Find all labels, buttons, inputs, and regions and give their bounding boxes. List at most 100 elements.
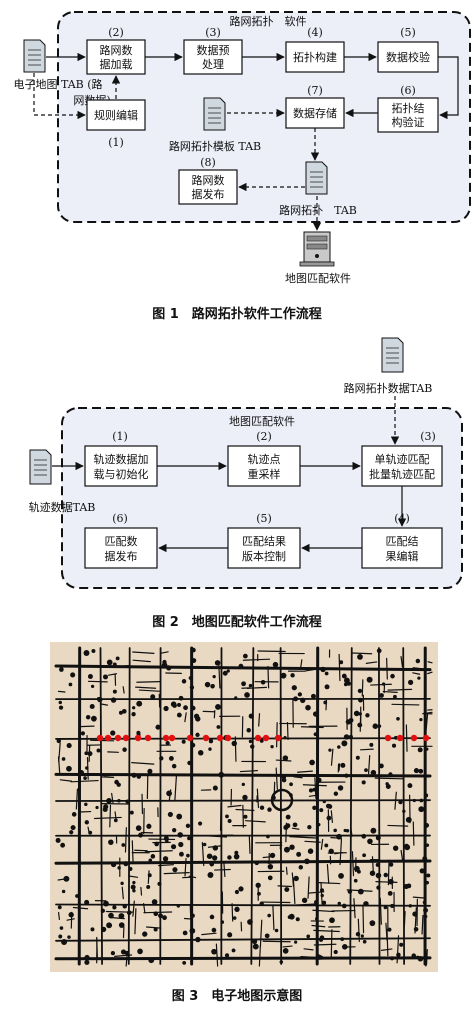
fig1-connectors: [33, 52, 459, 231]
road-node: [357, 888, 364, 895]
road-node: [168, 756, 174, 761]
road-node: [290, 673, 295, 678]
road-node: [231, 740, 237, 747]
fig1-output-doc-label: 路网拓扑 TAB: [279, 203, 357, 217]
road-segment: [402, 647, 405, 965]
road-node: [348, 734, 353, 739]
road-node: [353, 865, 360, 872]
road-segment: [131, 762, 155, 765]
svg-text:据加载: 据加载: [100, 57, 133, 71]
road-node: [155, 724, 161, 730]
road-node: [298, 865, 304, 870]
road-segment: [183, 917, 193, 920]
svg-text:(4): (4): [307, 26, 323, 39]
road-node: [322, 900, 327, 905]
road-node: [340, 762, 346, 768]
road-node: [293, 696, 299, 702]
road-node: [324, 843, 329, 848]
svg-text:(6): (6): [112, 512, 128, 525]
road-node: [132, 706, 136, 710]
road-node: [375, 862, 380, 867]
road-node: [106, 659, 113, 666]
road-segment: [55, 937, 431, 942]
road-segment: [400, 849, 404, 861]
road-node: [212, 855, 218, 861]
road-node: [417, 676, 421, 680]
road-node: [399, 942, 404, 947]
road-node: [337, 901, 341, 906]
fig1-panel-title: 路网拓扑 软件: [230, 14, 307, 28]
road-node: [210, 684, 215, 688]
road-node: [176, 712, 182, 718]
road-node: [413, 767, 420, 774]
road-node: [108, 839, 114, 845]
road-node: [250, 744, 255, 749]
road-node: [383, 872, 389, 878]
road-node: [381, 682, 386, 686]
road-node: [91, 649, 96, 654]
road-segment: [235, 808, 255, 812]
map-marker: [254, 734, 262, 742]
fig1-input-doc-label-1: 电子地图 TAB (路: [13, 78, 102, 91]
svg-text:(2): (2): [256, 430, 272, 443]
fig3-red-markers: [96, 734, 430, 742]
road-node: [58, 705, 64, 710]
road-segment: [244, 820, 266, 823]
road-node: [328, 848, 334, 855]
road-segment: [425, 713, 429, 731]
road-node: [117, 799, 121, 803]
road-node: [84, 820, 89, 825]
road-node: [212, 785, 218, 791]
road-segment: [405, 724, 408, 752]
road-node: [267, 913, 271, 918]
road-node: [274, 928, 279, 933]
road-node: [195, 732, 200, 738]
road-node: [320, 666, 326, 673]
road-node: [343, 828, 347, 833]
road-node: [63, 875, 70, 882]
road-node: [390, 903, 395, 908]
fig2-step-5: (5) 匹配结果 版本控制: [227, 512, 301, 569]
road-node: [136, 700, 143, 707]
road-node: [283, 824, 289, 830]
road-node: [396, 952, 401, 958]
road-node: [296, 851, 302, 857]
road-segment: [386, 657, 388, 680]
road-node: [404, 844, 411, 851]
road-node: [161, 662, 168, 669]
road-node: [232, 916, 237, 920]
road-node: [151, 899, 158, 905]
road-node: [106, 798, 112, 804]
road-segment: [351, 652, 373, 655]
svg-text:处理: 处理: [202, 58, 224, 71]
map-marker: [262, 734, 270, 742]
road-segment: [349, 647, 353, 965]
road-node: [84, 802, 88, 807]
road-node: [390, 673, 395, 679]
road-node: [176, 813, 183, 820]
road-node: [324, 671, 329, 676]
road-node: [289, 844, 295, 850]
road-node: [238, 663, 244, 669]
road-segment: [412, 896, 426, 899]
road-node: [163, 835, 169, 841]
road-segment: [286, 722, 289, 741]
road-node: [379, 693, 384, 698]
fig2-top-doc-icon: [381, 337, 404, 373]
road-segment: [318, 882, 341, 885]
road-node: [212, 675, 216, 679]
road-node: [370, 769, 377, 776]
map-marker: [274, 734, 282, 742]
road-node: [362, 939, 367, 944]
road-node: [364, 768, 368, 772]
road-segment: [367, 755, 371, 775]
road-segment: [72, 906, 89, 910]
road-node: [208, 739, 214, 744]
road-node: [206, 853, 213, 859]
svg-text:批量轨迹匹配: 批量轨迹匹配: [369, 467, 435, 481]
road-segment: [334, 851, 344, 855]
road-node: [422, 856, 428, 862]
road-node: [292, 822, 298, 828]
road-node: [391, 743, 397, 748]
road-node: [208, 747, 212, 751]
